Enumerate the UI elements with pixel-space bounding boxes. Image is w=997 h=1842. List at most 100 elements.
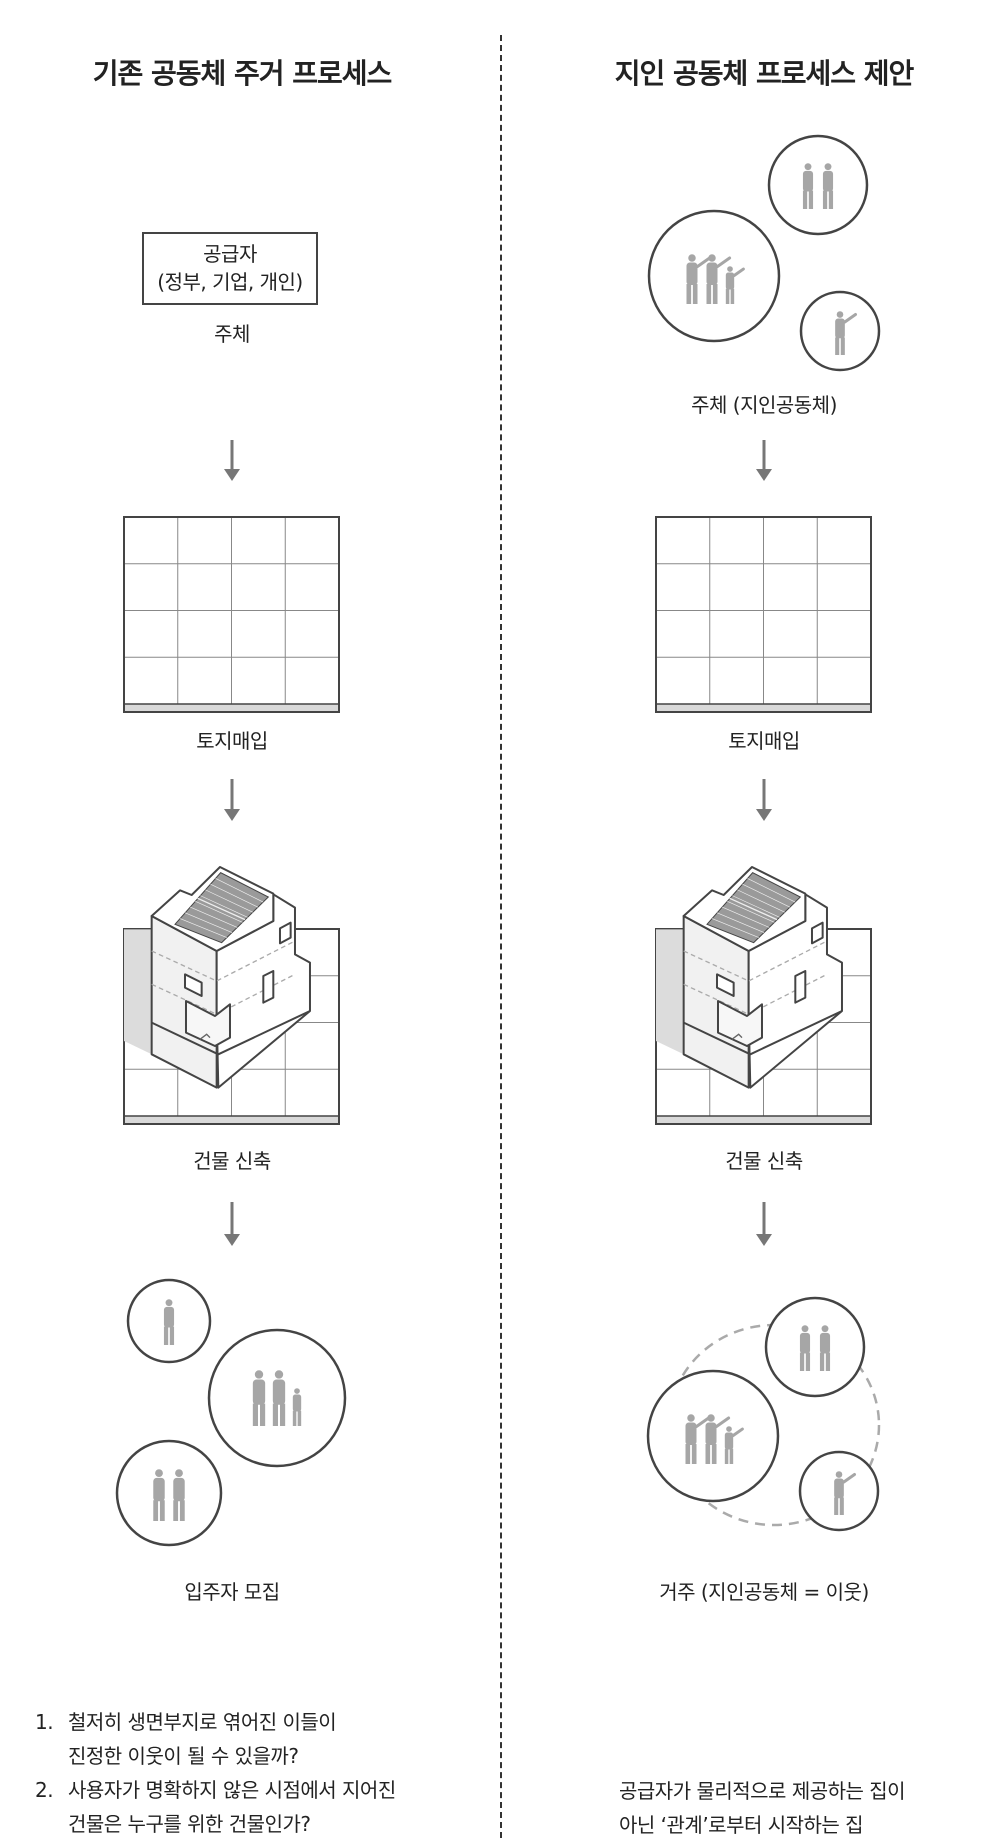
summary-text: 공급자가 물리적으로 제공하는 집이	[619, 1779, 906, 1803]
person-leg	[706, 284, 712, 304]
person-head	[835, 1471, 843, 1478]
person-arm	[732, 267, 745, 277]
resident-group-single	[798, 1450, 880, 1532]
left-step4-label: 입주자 모집	[184, 1580, 280, 1604]
arrow-head	[224, 1234, 240, 1246]
person-arm	[843, 313, 857, 324]
building-shadow	[123, 929, 152, 1055]
person-head	[155, 1469, 163, 1478]
arrow-head	[224, 469, 240, 481]
column-divider	[500, 35, 502, 1838]
note-text: 철저히 생면부지로 엮어진 이들이	[68, 1710, 337, 1734]
building-illustration	[123, 865, 311, 1089]
roof-panel-line	[742, 883, 791, 908]
supplier-box: 공급자 (정부, 기업, 개인)	[142, 232, 318, 305]
person-head	[254, 1370, 264, 1379]
left-title: 기존 공동체 주거 프로세스	[92, 57, 393, 90]
note-text: 사용자가 명확하지 않은 시점에서 지어진	[68, 1778, 396, 1802]
person-body	[725, 272, 735, 290]
person-body	[292, 1394, 302, 1412]
building-illustration	[655, 865, 843, 1089]
person-body	[706, 262, 718, 285]
left-resident-family-circle	[207, 1328, 347, 1468]
person-arm	[716, 256, 732, 268]
roof-panel-line	[727, 901, 775, 923]
person-head	[727, 266, 733, 272]
roof-panel-line	[722, 906, 770, 928]
person-head	[687, 1414, 695, 1422]
person-head	[688, 254, 696, 262]
ground-strip	[655, 1115, 872, 1125]
person-head	[726, 1426, 732, 1432]
roof-panel-line	[215, 878, 264, 903]
person-icon	[252, 1370, 266, 1426]
person-body	[252, 1379, 266, 1405]
roof-panel-line	[210, 883, 259, 908]
person-icon	[292, 1388, 302, 1426]
person-leg	[685, 1444, 691, 1464]
person-leg	[712, 284, 718, 304]
person-body	[834, 1478, 844, 1499]
down-arrow-icon	[224, 1202, 240, 1246]
left-step2-label: 토지매입	[196, 729, 268, 753]
person-leg	[252, 1403, 259, 1426]
right-land-grid	[655, 516, 872, 713]
person-icon	[173, 1469, 185, 1521]
person-leg	[272, 1403, 279, 1426]
person-body	[724, 1432, 734, 1450]
person-leg	[173, 1500, 179, 1521]
left-step3-label: 건물 신축	[193, 1149, 271, 1173]
note-number: 1.	[35, 1710, 54, 1734]
roof-panel-line	[185, 912, 233, 933]
person-icon	[822, 163, 834, 209]
roof-panel-line	[717, 912, 765, 933]
person-leg	[819, 1352, 825, 1371]
roof-panel-line	[195, 901, 243, 923]
person-leg	[805, 1352, 811, 1371]
person-leg	[259, 1403, 266, 1426]
right-summary: 공급자가 물리적으로 제공하는 집이 아닌 ‘관계’로부터 시작하는 집	[619, 1774, 906, 1842]
arrow-head	[224, 809, 240, 821]
person-body	[822, 170, 834, 192]
person-leg	[840, 337, 845, 355]
person-leg	[179, 1500, 185, 1521]
right-step2-label: 토지매입	[728, 729, 800, 753]
person-head	[707, 1414, 715, 1422]
down-arrow-icon	[224, 440, 240, 481]
floor-dash	[151, 940, 296, 982]
person-leg	[835, 337, 840, 355]
person-head	[708, 254, 716, 262]
right-title: 지인 공동체 프로세스 제안	[614, 57, 915, 90]
base-edge	[683, 1010, 843, 1056]
person-leg	[725, 288, 730, 304]
building-shadow	[655, 929, 684, 1055]
person-leg	[705, 1444, 711, 1464]
ground-strip	[123, 703, 340, 713]
person-head	[294, 1388, 300, 1394]
entrance-opening	[184, 999, 231, 1047]
person-leg	[724, 1448, 729, 1464]
roof-panel-line	[747, 878, 796, 903]
group-circle	[115, 1439, 223, 1547]
person-head	[801, 1325, 809, 1333]
left-resident-pair-circle	[115, 1439, 223, 1547]
window-icon	[183, 973, 203, 997]
right-step3-label: 건물 신축	[725, 1149, 803, 1173]
person-leg	[822, 190, 828, 209]
arrow-head	[756, 1234, 772, 1246]
supplier-label: 공급자	[203, 242, 257, 266]
note-2: 2.사용자가 명확하지 않은 시점에서 지어진	[35, 1773, 396, 1807]
left-step1-label: 주체	[214, 322, 250, 346]
roof-divider	[729, 897, 778, 921]
person-body	[173, 1477, 185, 1502]
door-icon	[262, 969, 275, 1004]
summary-text: 아닌 ‘관계’로부터 시작하는 집	[619, 1813, 864, 1837]
person-head	[824, 163, 832, 171]
person-arm	[842, 1473, 856, 1484]
person-arm	[731, 1427, 744, 1437]
arrow-head	[756, 809, 772, 821]
person-leg	[169, 1326, 175, 1345]
left-resident-circle	[126, 1278, 212, 1364]
group-circle	[764, 1296, 866, 1398]
roof-panel-line	[737, 889, 785, 913]
